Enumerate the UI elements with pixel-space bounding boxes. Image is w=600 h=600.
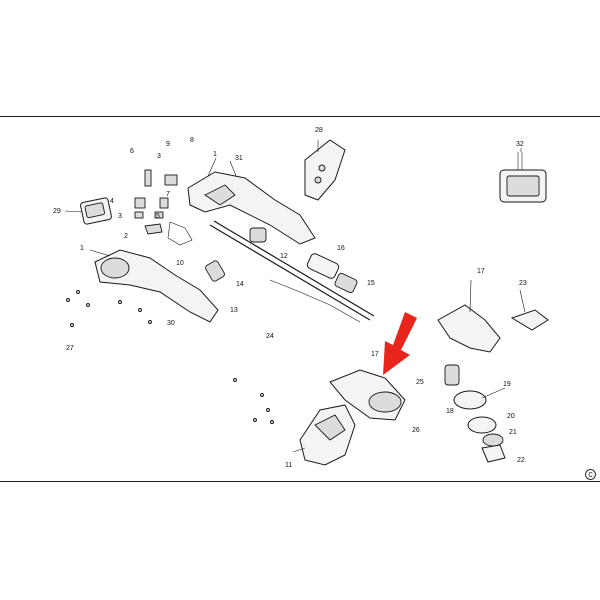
part-30-lower-body: [94, 249, 219, 323]
label-part-7: 7: [166, 191, 170, 198]
label-part-20: 20: [507, 413, 515, 420]
part-24-cable: [269, 279, 361, 323]
label-part-28: 28: [315, 127, 323, 134]
label-part-8: 8: [190, 137, 194, 144]
part-4-block: [134, 197, 146, 209]
part-2-trigger: [144, 223, 163, 235]
part-7-clip: [159, 197, 169, 209]
label-part-15: 15: [367, 280, 375, 287]
label-part-13: 13: [230, 307, 238, 314]
part-10-wiring: [167, 221, 193, 246]
label-part-24: 24: [266, 333, 274, 340]
label-part-17: 17: [477, 268, 485, 275]
part-labels: 1 1 2 3 3 4 5 6 7 8 9 10 11 12 13 14 15 …: [53, 127, 527, 469]
small-parts-cluster: [134, 169, 193, 246]
part-3b-pin: [134, 211, 144, 219]
copyright-icon: c: [585, 469, 596, 480]
top-border-line: [0, 116, 600, 117]
label-part-11: 11: [285, 462, 292, 469]
label-part-27: 27: [66, 345, 74, 352]
part-22-cover: [481, 444, 506, 463]
part-17-motor-housing: [437, 304, 549, 353]
label-part-29: 29: [53, 208, 61, 215]
part-9-switch: [164, 174, 178, 186]
label-part-25: 25: [416, 379, 424, 386]
label-part-18: 18: [446, 408, 454, 415]
part-11-guard: [299, 404, 356, 466]
parts-12-13-14: [205, 227, 267, 282]
label-part-6: 6: [130, 148, 134, 155]
label-part-10: 10: [176, 260, 184, 267]
label-part-1: 1: [80, 245, 84, 252]
label-part-31: 31: [235, 155, 243, 162]
label-part-12: 12: [280, 253, 288, 260]
part-3-spring: [144, 169, 152, 187]
label-part-4: 4: [110, 198, 114, 205]
part-29-battery: [80, 197, 112, 225]
label-part-32: 32: [516, 141, 524, 148]
part-23-cover: [510, 309, 549, 331]
part-31-handle-housing: [187, 171, 316, 245]
highlight-arrow: [383, 312, 417, 375]
label-part-3: 3: [118, 213, 122, 220]
label-part-21: 21: [509, 429, 517, 436]
part-14-spring: [205, 260, 225, 282]
label-part-2: 2: [124, 233, 128, 240]
label-part-19: 19: [503, 381, 511, 388]
label-part-23: 23: [519, 280, 527, 287]
label-part-9: 9: [166, 141, 170, 148]
label-part-5: 5: [156, 213, 160, 220]
bottom-border-line: [0, 481, 600, 482]
part-16-adjuster: [306, 253, 358, 294]
label-part-1: 1: [213, 151, 217, 158]
label-part-14: 14: [236, 281, 244, 288]
part-15-shaft: [209, 220, 375, 321]
part-20-spring: [467, 416, 497, 434]
part-21-cap: [482, 433, 504, 447]
spool-parts: [444, 364, 506, 463]
part-28-grip: [304, 139, 346, 201]
part-17-guard-head: [329, 369, 406, 421]
part-5-pin: [154, 211, 164, 219]
label-part-26: 26: [412, 427, 420, 434]
part-25-motor: [444, 364, 460, 386]
screws: [66, 290, 274, 424]
label-part-22: 22: [517, 457, 525, 464]
part-32-charger: [499, 152, 547, 203]
label-part-3: 3: [157, 153, 161, 160]
label-part-16: 16: [337, 245, 345, 252]
label-part-30: 30: [167, 320, 175, 327]
part-19-spool: [453, 390, 487, 410]
label-part-17: 17: [371, 351, 379, 358]
leader-lines: [64, 140, 526, 453]
part-12-collar: [249, 227, 267, 243]
